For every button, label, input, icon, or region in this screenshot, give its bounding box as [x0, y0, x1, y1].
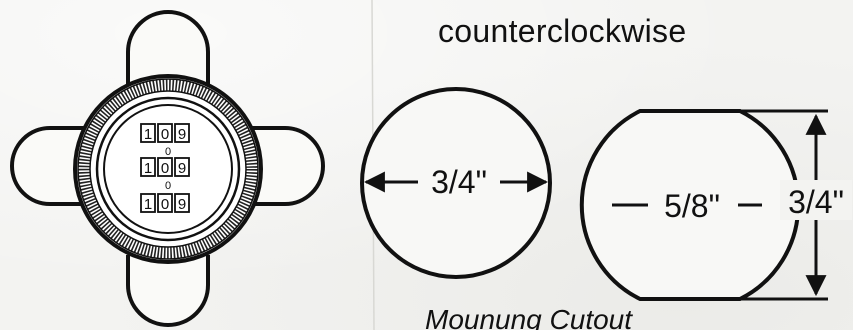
lock-arm-left: [10, 126, 90, 206]
dial-2-digit-1: 1: [144, 160, 152, 177]
dial-separator-2: 0: [165, 180, 171, 192]
dial-3-digit-2: 0: [161, 196, 169, 213]
lock-knurled-ring: [78, 79, 258, 259]
dial-1-digit-1: 1: [144, 126, 152, 143]
dial-separator-1: 0: [165, 146, 171, 158]
d-cutout: 3/4" 5/8": [579, 109, 852, 301]
dial-row-3: 1 0 9: [140, 193, 190, 213]
dial-1-digit-2: 0: [161, 126, 169, 143]
round-cutout: 3/4": [360, 87, 552, 279]
d-cutout-height-label: 3/4": [788, 184, 844, 220]
dial-row-1: 1 0 9: [140, 123, 190, 143]
lock-arm-bottom: [126, 255, 210, 327]
dial-3-digit-3: 9: [178, 196, 186, 213]
rotation-caption: counterclockwise: [438, 13, 687, 49]
dial-1-digit-3: 9: [178, 126, 186, 143]
lock-arm-right: [246, 126, 325, 206]
dial-row-2: 1 0 9: [140, 157, 190, 177]
round-cutout-dimension-label: 3/4": [431, 164, 487, 200]
dial-2-digit-3: 9: [178, 160, 186, 177]
mounting-cutout-label: Mounung Cutout: [425, 304, 633, 330]
d-cutout-width-label: 5/8": [664, 188, 720, 224]
dial-2-digit-2: 0: [161, 160, 169, 177]
dial-3-digit-1: 1: [144, 196, 152, 213]
combination-dials: 1 0 9 0 1 0 9 0 1: [140, 123, 190, 213]
lock-illustration: 1 0 9 0 1 0 9 0 1: [10, 10, 325, 327]
